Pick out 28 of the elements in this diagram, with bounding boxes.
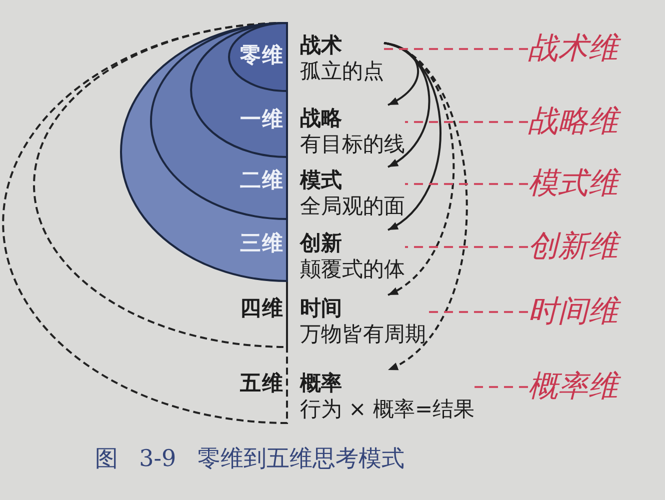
leader-line [405,246,528,248]
concept-title: 战略 [300,105,343,131]
concept-description: 有目标的线 [300,131,405,157]
leader-line [474,386,528,388]
concept-title: 时间 [300,295,343,321]
concept-description: 全局观的面 [300,193,405,219]
figure-caption: 图 3-9 零维到五维思考模式 [95,445,404,474]
dimension-label: 零维 [240,44,284,66]
concept-title: 创新 [300,230,343,256]
dimension-label: 三维 [240,232,284,254]
curved-arrow [384,42,442,231]
dashed-curved-arrow [384,42,468,371]
concept-title: 概率 [300,370,343,396]
concept-description: 万物皆有周期 [300,321,426,347]
dimension-label: 二维 [240,169,284,191]
leader-line [405,121,528,123]
dimension-label: 一维 [240,108,284,130]
concept-description: 颠覆式的体 [300,256,405,282]
dimension-label: 五维 [240,372,284,394]
concept-description: 孤立的点 [300,58,384,84]
curved-arrow [384,42,419,106]
leader-line [405,183,528,185]
dimension-label: 四维 [240,297,284,319]
concept-description: 行为 × 概率=结果 [300,396,475,422]
concept-title: 战术 [300,32,343,58]
leader-line [426,311,528,313]
concept-title: 模式 [300,167,343,193]
leader-line [384,48,528,50]
